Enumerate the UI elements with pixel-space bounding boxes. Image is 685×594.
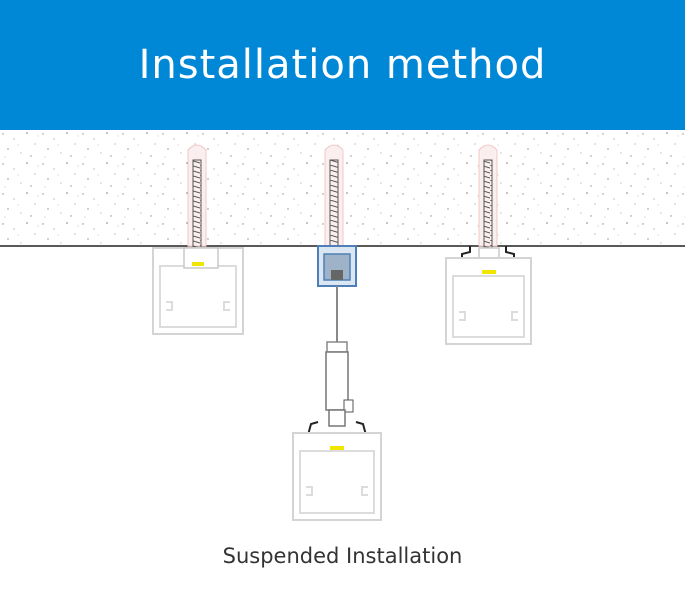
suspension-mount-bracket [317,245,357,287]
suspended-profile [292,421,382,521]
header-banner: Installation method [0,0,685,130]
screw-anchor-right [478,144,498,261]
led-strip-left [192,262,204,266]
led-strip-middle [330,446,344,450]
installation-diagram [0,130,685,521]
page-title: Installation method [138,42,547,88]
led-strip-right [482,270,496,274]
surface-mount-profile [152,247,244,335]
suspension-cable [325,286,354,427]
screw-anchor-middle [324,144,344,261]
diagram-caption: Suspended Installation [222,544,463,568]
clip-mount-profile [445,246,532,345]
screw-anchor-left [187,144,207,261]
